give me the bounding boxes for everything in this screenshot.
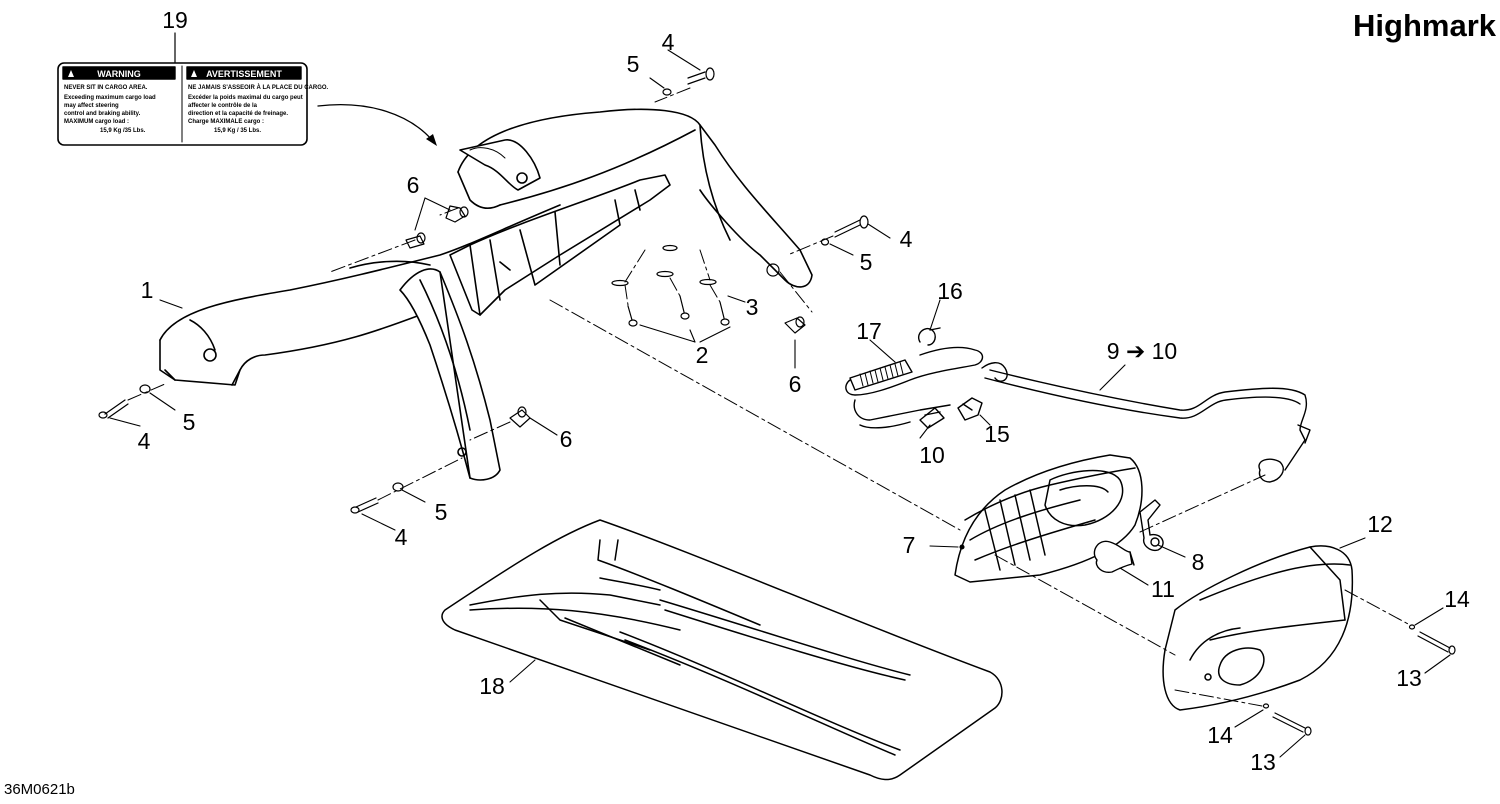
callout-5-right: 5 xyxy=(860,249,873,275)
callout-11: 11 xyxy=(1151,576,1175,602)
model-title: Highmark xyxy=(1353,8,1496,43)
callout-5-left: 5 xyxy=(183,409,196,435)
wiring-harness xyxy=(981,362,1311,483)
callout-17: 17 xyxy=(856,318,882,344)
warning-line-fr: 15,9 Kg / 35 Lbs. xyxy=(214,128,261,134)
callout-14-bottom: 14 xyxy=(1207,722,1233,748)
clip xyxy=(918,327,941,346)
callout-19: 19 xyxy=(162,7,188,33)
callout-13-bottom: 13 xyxy=(1250,749,1276,775)
warning-line-fr: direction et la capacité de freinage. xyxy=(188,111,288,117)
warning-decal: WARNING AVERTISSEMENT NEVER SIT IN CARGO… xyxy=(57,32,329,146)
callout-18: 18 xyxy=(479,673,505,699)
callout-16: 16 xyxy=(937,278,963,304)
warning-line-en: MAXIMUM cargo load : xyxy=(64,119,129,125)
warning-line-en: 15,9 Kg /35 Lbs. xyxy=(100,128,146,134)
callout-5-bottom: 5 xyxy=(435,499,448,525)
spring-sleeve xyxy=(849,359,913,391)
callout-leaders xyxy=(109,49,1451,758)
callout-4-bottom: 4 xyxy=(395,524,408,550)
warning-header-fr: AVERTISSEMENT xyxy=(206,69,282,79)
callout-6-left: 6 xyxy=(560,426,573,452)
callout-6-right: 6 xyxy=(789,371,802,397)
callout-12: 12 xyxy=(1367,511,1393,537)
warning-header-en: WARNING xyxy=(97,69,141,79)
leader-lines xyxy=(127,87,1411,707)
callout-14-right: 14 xyxy=(1444,586,1470,612)
cargo-mat xyxy=(441,519,1003,781)
callout-2: 2 xyxy=(696,342,709,368)
warning-line-en: Exceeding maximum cargo load xyxy=(64,95,156,101)
callout-13-right: 13 xyxy=(1396,665,1422,691)
drawing-code: 36M0621b xyxy=(4,781,75,798)
callout-3: 3 xyxy=(746,294,759,320)
warning-line-fr: affecter le contrôle de la xyxy=(188,103,258,109)
callout-5-top: 5 xyxy=(627,51,640,77)
callout-10: 10 xyxy=(919,442,945,468)
callout-15: 15 xyxy=(984,421,1010,447)
callout-7: 7 xyxy=(903,532,916,558)
warning-line-en: control and braking ability. xyxy=(64,111,141,117)
sub-harness xyxy=(845,346,984,429)
socket-bracket xyxy=(1139,499,1164,552)
bulb xyxy=(1093,540,1135,574)
callout-4-top: 4 xyxy=(662,29,675,55)
warning-line-en: may affect steering xyxy=(64,103,119,109)
warning-line-fr: Excéder la poids maximal du cargo peut xyxy=(188,95,303,101)
tail-light-lens xyxy=(1162,545,1354,711)
callout-8: 8 xyxy=(1192,549,1205,575)
callout-1: 1 xyxy=(141,277,154,303)
grab-handle-rack xyxy=(159,108,813,481)
callout-4-right: 4 xyxy=(900,226,913,252)
warning-line-en: NEVER SIT IN CARGO AREA. xyxy=(64,85,148,91)
fasteners xyxy=(98,67,1456,736)
callout-9-to-10: 9 ➔ 10 xyxy=(1107,338,1177,364)
callout-4-left: 4 xyxy=(138,428,151,454)
warning-line-fr: NE JAMAIS S'ASSEOIR À LA PLACE DU CARGO. xyxy=(188,84,329,91)
warning-line-fr: Charge MAXIMALE cargo : xyxy=(188,119,264,125)
callout-6-top: 6 xyxy=(407,172,420,198)
connector xyxy=(957,397,983,421)
